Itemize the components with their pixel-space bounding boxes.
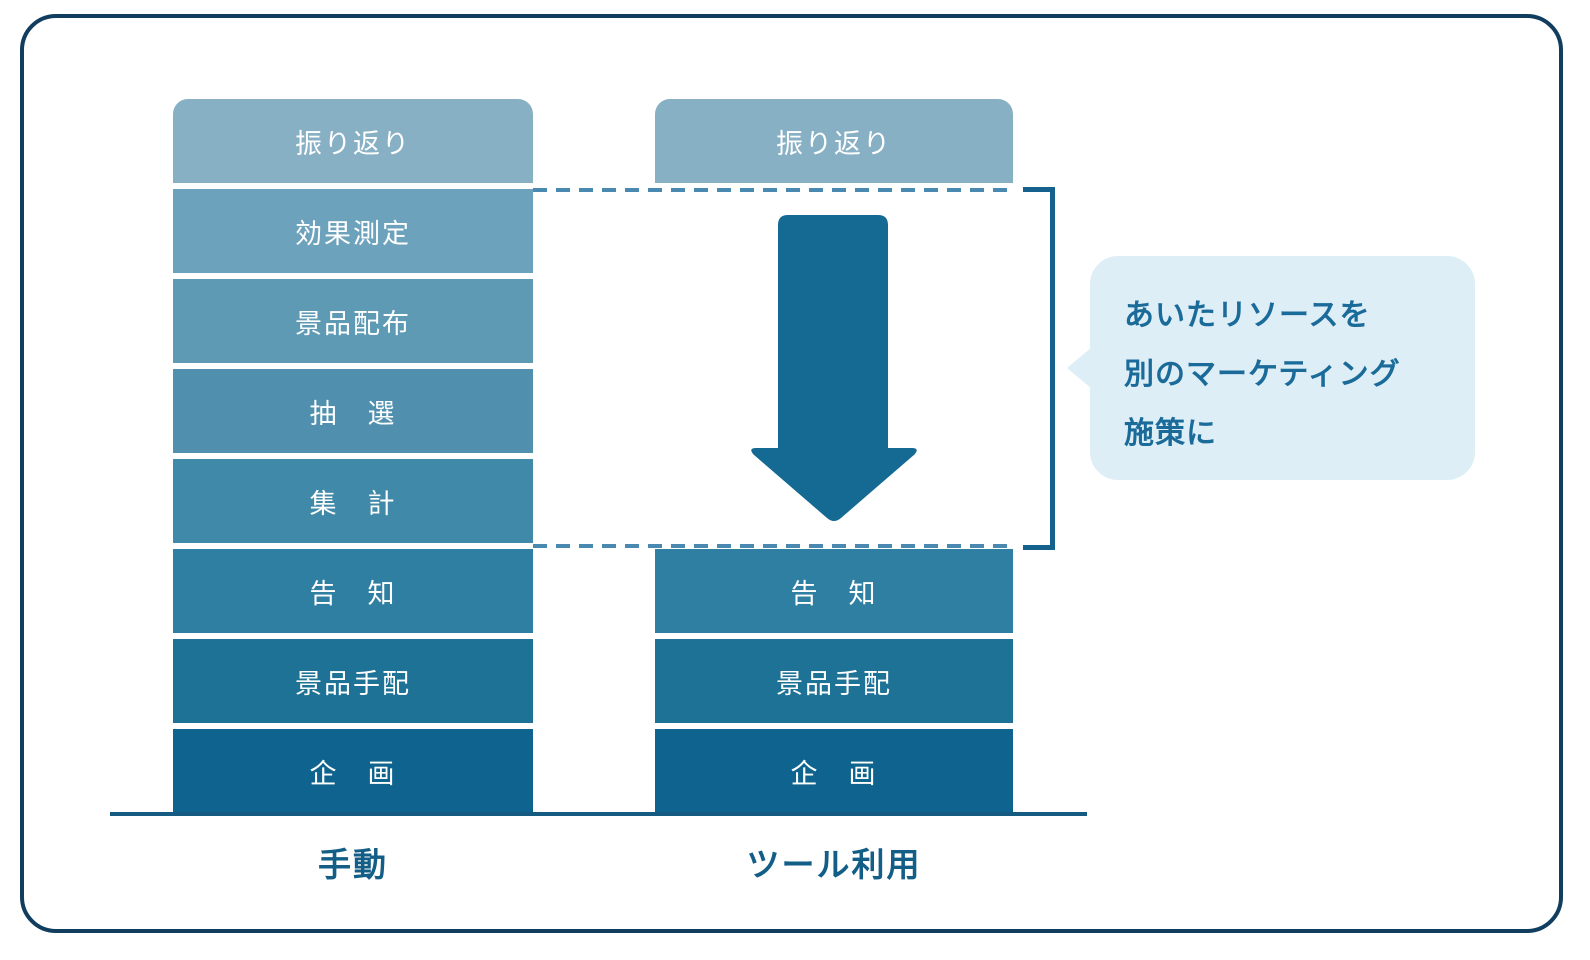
manual-axis-label: 手動	[318, 846, 388, 883]
manual-block-review: 振り返り	[173, 99, 533, 183]
dashed-region-bottom-line	[533, 544, 1015, 548]
tool-block-prize-arrangement: 景品手配	[655, 639, 1013, 723]
dashed-region-bracket	[1023, 187, 1055, 550]
tool-block-announcement: 告 知	[655, 549, 1013, 633]
manual-block-lottery: 抽 選	[173, 369, 533, 453]
freed-resources-callout: あいたリソースを 別のマーケティング 施策に	[1067, 256, 1475, 480]
manual-block-measurement: 効果測定	[173, 189, 533, 273]
manual-block-tally: 集 計	[173, 459, 533, 543]
outer-border-frame	[20, 14, 1563, 933]
callout-text-line-3: 施策に	[1124, 417, 1217, 450]
callout-text-line-2: 別のマーケティング	[1124, 358, 1401, 391]
manual-block-prize-distribution: 景品配布	[173, 279, 533, 363]
manual-block-announcement: 告 知	[173, 549, 533, 633]
callout-text-line-1: あいたリソースを	[1124, 299, 1371, 332]
down-arrow-shape	[751, 215, 917, 521]
manual-block-planning: 企 画	[173, 729, 533, 813]
callout-tail	[1067, 348, 1091, 388]
tool-axis-label: ツール利用	[746, 846, 922, 883]
down-arrow-icon	[751, 215, 917, 521]
tool-process-column: 振り返り 告 知 景品手配 企 画	[655, 99, 1013, 813]
tool-block-planning: 企 画	[655, 729, 1013, 813]
manual-block-prize-arrangement: 景品手配	[173, 639, 533, 723]
tool-block-review: 振り返り	[655, 99, 1013, 183]
dashed-region-top-line	[533, 188, 1015, 192]
axis-baseline	[110, 812, 1087, 816]
manual-process-column: 振り返り 効果測定 景品配布 抽 選 集 計 告 知 景品手配 企 画	[173, 99, 533, 813]
